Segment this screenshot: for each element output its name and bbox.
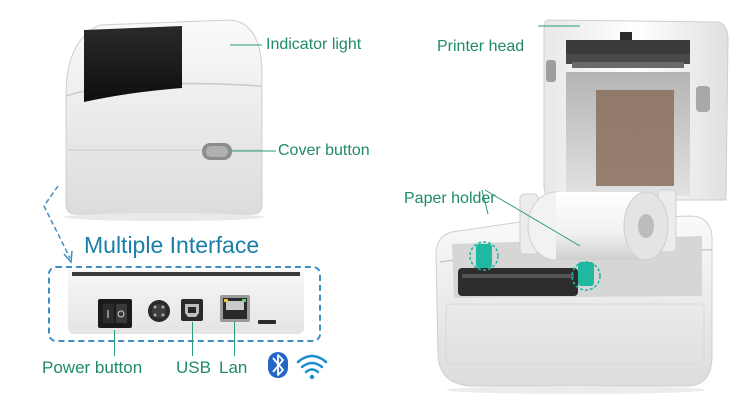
power-leader-line (114, 330, 115, 356)
paper-holder-right (571, 261, 601, 291)
open-printer (435, 19, 729, 394)
interface-highlight-box (48, 266, 321, 342)
port-panel (68, 270, 304, 334)
printer-head-label: Printer head (437, 38, 525, 55)
wifi-icon (296, 354, 328, 380)
lan-leader-line (234, 322, 235, 356)
multiple-interface-title: Multiple Interface (84, 232, 260, 258)
paper-holder-label: Paper holder (404, 190, 496, 207)
paper-holder-left (469, 241, 499, 271)
bluetooth-icon (268, 352, 288, 378)
printer-head-shape (566, 40, 690, 54)
usb-leader-line (192, 322, 193, 356)
power-button-label: Power button (42, 358, 143, 377)
closed-printer (64, 19, 264, 221)
cover-button-label: Cover button (278, 142, 370, 159)
indicator-light-label: Indicator light (266, 36, 362, 53)
paper-holder-leader-line (484, 189, 581, 247)
usb-label: USB (176, 358, 211, 377)
lan-label: Lan (219, 358, 248, 377)
interface-pointer-line (43, 185, 71, 259)
